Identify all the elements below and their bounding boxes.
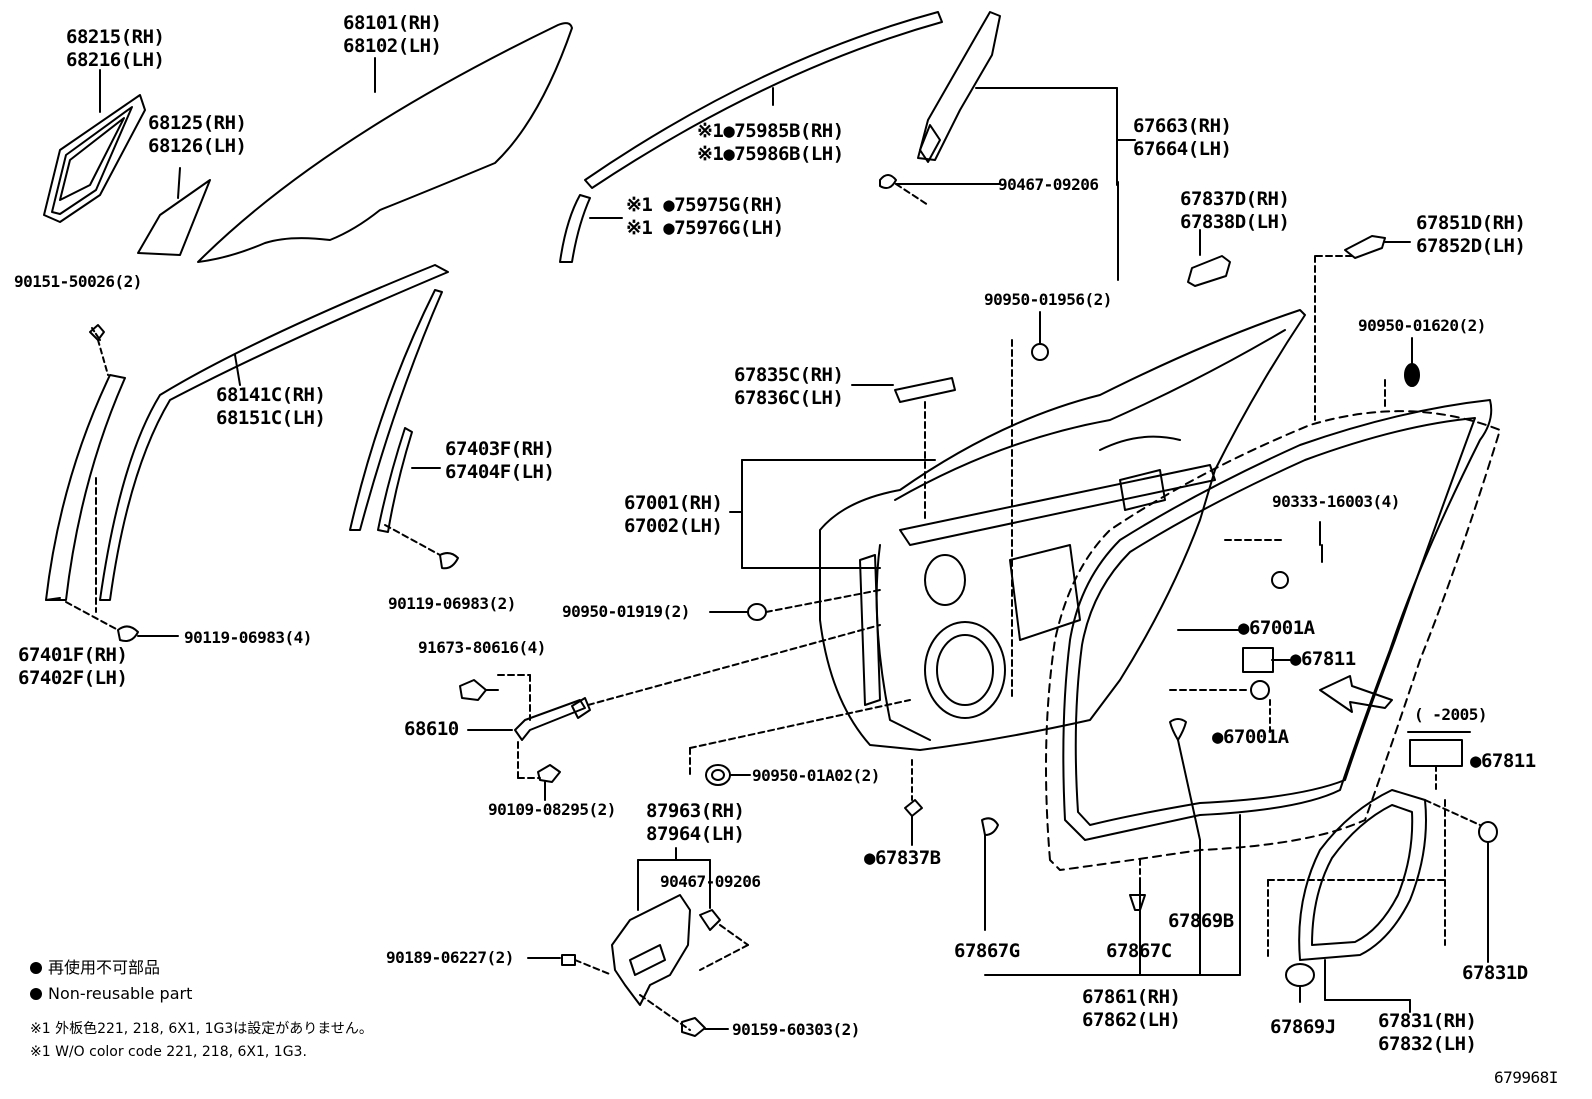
diagram-code: 679968I: [1494, 1068, 1558, 1087]
label-67403f: 67403F(RH)67404F(LH): [445, 438, 555, 483]
label-67867g: 67867G: [954, 940, 1020, 962]
label-67869j: 67869J: [1270, 1016, 1336, 1038]
label-90950-01956: 90950-01956(2): [984, 290, 1112, 309]
label-67851d: 67851D(RH)67852D(LH): [1416, 212, 1526, 257]
label-67831: 67831(RH)67832(LH): [1378, 1010, 1477, 1055]
label-90950-01919: 90950-01919(2): [562, 602, 690, 621]
note-en: ※1 W/O color code 221, 218, 6X1, 1G3.: [30, 1044, 307, 1060]
label-90950-01a02: 90950-01A02(2): [752, 766, 880, 785]
label-67001a-2: ●67001A: [1212, 726, 1289, 748]
label-68125: 68125(RH)68126(LH): [148, 112, 247, 157]
bullet-icon: [30, 962, 42, 974]
label-67811-a: ●67811: [1290, 648, 1356, 670]
label-75985: ※1●75985B(RH)※1●75986B(LH): [697, 120, 844, 165]
label-67811-b: ●67811: [1470, 750, 1536, 772]
corner-moulding-part: [559, 194, 623, 263]
bullet-icon: [30, 988, 42, 1000]
legend-jp: 再使用不可部品: [30, 958, 160, 978]
leader-lines: [997, 181, 1321, 736]
clip-67837d: [1187, 255, 1231, 287]
label-67001: 67001(RH)67002(LH): [624, 492, 723, 537]
label-90109: 90109-08295(2): [488, 800, 616, 819]
label-67867c: 67867C: [1106, 940, 1172, 962]
window-frame-part: [99, 264, 449, 601]
label-67869b: 67869B: [1168, 910, 1234, 932]
pillar-garnish-part: [879, 11, 1136, 206]
label-90950-01620: 90950-01620(2): [1358, 316, 1486, 335]
note-jp: ※1 外板色221, 218, 6X1, 1G3は設定がありません。: [30, 1021, 373, 1037]
run-channel-front-part: [349, 289, 459, 570]
fasteners: [689, 311, 1420, 846]
door-panel-part: [729, 309, 1306, 751]
label-67401f: 67401F(RH)67402F(LH): [18, 644, 128, 689]
label-90119-b: 90119-06983(4): [184, 628, 312, 647]
label-90467-bottom: 90467-09206: [660, 872, 761, 891]
label-68101: 68101(RH)68102(LH): [343, 12, 442, 57]
quarter-glass-small-part: [137, 167, 211, 256]
label-91673: 91673-80616(4): [418, 638, 546, 657]
label-67663: 67663(RH)67664(LH): [1133, 115, 1232, 160]
clip-67851d: [1314, 235, 1411, 421]
run-channel-rear-part: [45, 324, 179, 642]
label-68215: 68215(RH)68216(LH): [66, 26, 165, 71]
label-90119-a: 90119-06983(2): [388, 594, 516, 613]
label-90467-top: 90467-09206: [998, 175, 1099, 194]
label-67831d: 67831D: [1462, 962, 1528, 984]
label-87963: 87963(RH)87964(LH): [646, 800, 745, 845]
label-67837d: 67837D(RH)67838D(LH): [1180, 188, 1290, 233]
label-90333: 90333-16003(4): [1272, 492, 1400, 511]
label-2005: ( -2005): [1414, 705, 1488, 724]
label-67837b: ●67837B: [864, 847, 941, 869]
label-67001a-1: ●67001A: [1238, 617, 1315, 639]
label-90151: 90151-50026(2): [14, 272, 142, 291]
legend-en: Non-reusable part: [30, 984, 192, 1004]
door-glass-part: [197, 22, 573, 263]
door-check-part: [459, 624, 881, 801]
label-67835c: 67835C(RH)67836C(LH): [734, 364, 844, 409]
label-75975: ※1 ●75975G(RH)※1 ●75976G(LH): [626, 194, 784, 239]
label-68141c: 68141C(RH)68151C(LH): [216, 384, 326, 429]
label-90189: 90189-06227(2): [386, 948, 514, 967]
service-cover-part: [1267, 731, 1498, 1013]
label-67861: 67861(RH)67862(LH): [1082, 986, 1181, 1031]
belt-moulding-part: [584, 11, 943, 189]
bracket-87963-part: [527, 847, 749, 1037]
door-weatherstrip-part: [984, 399, 1501, 976]
label-68610: 68610: [404, 718, 459, 740]
label-90159: 90159-60303(2): [732, 1020, 860, 1039]
hole-covers: [981, 539, 1289, 931]
quarter-window-glass-part: [43, 69, 146, 223]
